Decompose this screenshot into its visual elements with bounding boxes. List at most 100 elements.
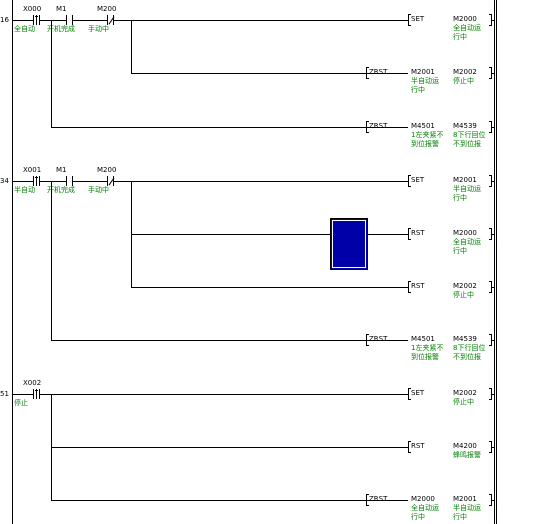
selection-cursor[interactable]: [330, 218, 368, 270]
contact-x001-plate[interactable]: [33, 176, 34, 186]
instruction-bracket-left[interactable]: [408, 388, 411, 400]
instruction-bracket-right[interactable]: [489, 175, 492, 187]
instruction-bracket-right[interactable]: [489, 441, 492, 453]
output-wire: [492, 340, 494, 341]
contact-m1-plate[interactable]: [72, 176, 73, 186]
instruction-rst-label[interactable]: RST: [411, 282, 425, 290]
operand-comment: 停止中: [453, 77, 474, 85]
branch-wire: [131, 287, 408, 288]
operand-device-label[interactable]: M2002: [453, 282, 477, 290]
operand-comment: 停止中: [453, 398, 474, 406]
instruction-bracket-right[interactable]: [489, 494, 492, 506]
contact-x000-plate[interactable]: [33, 15, 34, 25]
instruction-zrst-label[interactable]: ZRST: [369, 68, 388, 76]
instruction-bracket-right[interactable]: [489, 67, 492, 79]
operand-comment: 不到位报: [453, 353, 481, 361]
instruction-bracket-left[interactable]: [408, 228, 411, 240]
instruction-set-label[interactable]: SET: [411, 389, 425, 397]
contact-comment: 半自动: [14, 186, 35, 194]
contact-device-label: M1: [56, 5, 67, 13]
contact-m200-plate[interactable]: [113, 15, 114, 25]
instruction-bracket-left[interactable]: [408, 14, 411, 26]
instruction-bracket-left[interactable]: [366, 494, 369, 506]
rung-main-wire: [12, 20, 408, 21]
contact-m200-plate[interactable]: [107, 15, 108, 25]
instruction-rst-label[interactable]: RST: [411, 229, 425, 237]
operand-device-label[interactable]: M4200: [453, 442, 477, 450]
operand-device-label[interactable]: M2001: [453, 495, 477, 503]
operand-comment: 半自动运: [411, 77, 439, 85]
contact-m1-plate[interactable]: [66, 15, 67, 25]
contact-m200-plate[interactable]: [107, 176, 108, 186]
operand-device-label[interactable]: M4539: [453, 122, 477, 130]
instruction-zrst-label[interactable]: ZRST: [369, 495, 388, 503]
instruction-bracket-right[interactable]: [489, 228, 492, 240]
contact-x002-edge-arrow: [35, 390, 38, 391]
instruction-bracket-right[interactable]: [489, 14, 492, 26]
instruction-rst-label[interactable]: RST: [411, 442, 425, 450]
instruction-zrst-label[interactable]: ZRST: [369, 122, 388, 130]
instruction-bracket-left[interactable]: [408, 441, 411, 453]
operand-device-label[interactable]: M2002: [453, 68, 477, 76]
instruction-bracket-left[interactable]: [408, 175, 411, 187]
operand-comment: 不到位报: [453, 140, 481, 148]
instruction-bracket-left[interactable]: [366, 121, 369, 133]
operand-device-label[interactable]: M2000: [411, 495, 435, 503]
operand-comment: 半自动运: [453, 504, 481, 512]
operand-device-label[interactable]: M4539: [453, 335, 477, 343]
contact-x000-plate[interactable]: [39, 15, 40, 25]
instruction-bracket-left[interactable]: [366, 334, 369, 346]
operand-comment: 行中: [453, 247, 467, 255]
contact-comment: 开机完成: [47, 25, 75, 33]
instruction-bracket-right[interactable]: [489, 334, 492, 346]
contact-m1-plate[interactable]: [72, 15, 73, 25]
output-wire: [492, 287, 494, 288]
operand-device-label[interactable]: M4501: [411, 122, 435, 130]
operand-comment: 8下行回位: [453, 344, 486, 352]
branch-wire: [131, 234, 408, 235]
instruction-bracket-right[interactable]: [489, 121, 492, 133]
operand-comment: 1左夹紧不: [411, 344, 444, 352]
operand-comment: 到位报警: [411, 353, 439, 361]
operand-comment: 行中: [453, 194, 467, 202]
operand-device-label[interactable]: M2000: [453, 15, 477, 23]
operand-comment: 蜂鸣报警: [453, 451, 481, 459]
contact-device-label: M1: [56, 166, 67, 174]
contact-comment: 开机完成: [47, 186, 75, 194]
operand-comment: 1左夹紧不: [411, 131, 444, 139]
instruction-set-label[interactable]: SET: [411, 176, 425, 184]
contact-device-label: X001: [23, 166, 42, 174]
contact-comment: 停止: [14, 399, 28, 407]
contact-x001-edge-mark: [36, 176, 37, 186]
step-number: 51: [0, 390, 9, 398]
contact-m1-plate[interactable]: [66, 176, 67, 186]
contact-x002-plate[interactable]: [39, 389, 40, 399]
contact-x001-plate[interactable]: [39, 176, 40, 186]
branch-wire: [51, 394, 52, 501]
operand-device-label[interactable]: M2001: [411, 68, 435, 76]
instruction-bracket-left[interactable]: [366, 67, 369, 79]
step-number: 34: [0, 177, 9, 185]
instruction-zrst-label[interactable]: ZRST: [369, 335, 388, 343]
operand-comment: 8下行回位: [453, 131, 486, 139]
operand-device-label[interactable]: M2002: [453, 389, 477, 397]
step-number: 16: [0, 16, 9, 24]
left-power-rail: [12, 0, 13, 524]
branch-wire: [131, 73, 408, 74]
instruction-bracket-right[interactable]: [489, 388, 492, 400]
operand-device-label[interactable]: M4501: [411, 335, 435, 343]
operand-device-label[interactable]: M2001: [453, 176, 477, 184]
output-wire: [492, 394, 494, 395]
instruction-bracket-left[interactable]: [408, 281, 411, 293]
contact-comment: 手动中: [88, 25, 109, 33]
right-power-rail-shadow: [496, 0, 497, 524]
contact-x002-plate[interactable]: [33, 389, 34, 399]
operand-device-label[interactable]: M2000: [453, 229, 477, 237]
contact-m200-plate[interactable]: [113, 176, 114, 186]
branch-wire: [51, 340, 408, 341]
branch-wire: [51, 181, 52, 341]
instruction-set-label[interactable]: SET: [411, 15, 425, 23]
instruction-bracket-right[interactable]: [489, 281, 492, 293]
contact-x000-edge-mark: [36, 15, 37, 25]
